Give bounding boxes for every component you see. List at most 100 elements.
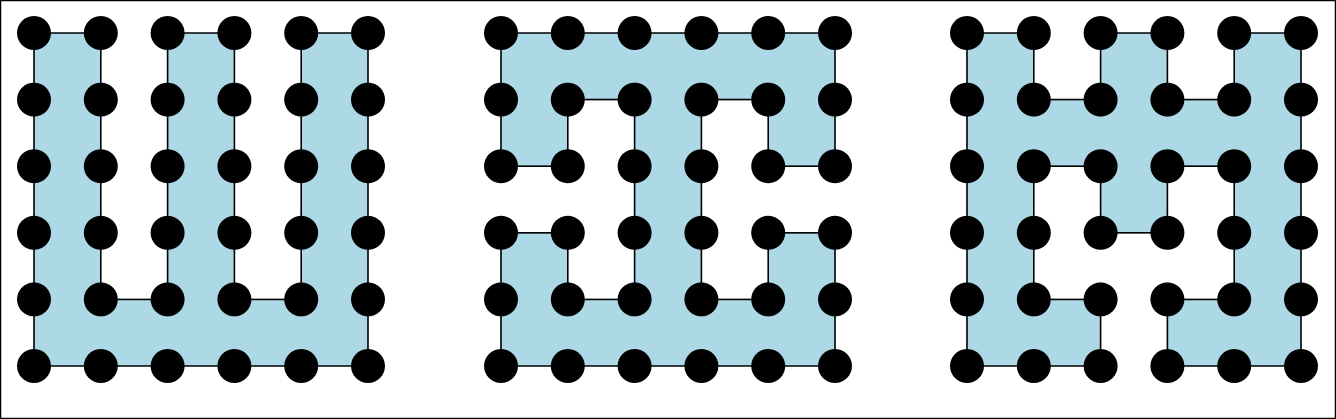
grid-node: [1016, 215, 1051, 250]
grid-node: [1083, 215, 1118, 250]
grid-node: [1217, 282, 1252, 317]
panels-layer: [17, 16, 1318, 383]
grid-node: [1217, 149, 1252, 184]
grid-node: [818, 16, 852, 50]
grid-node: [550, 282, 585, 317]
grid-node: [217, 149, 252, 184]
panel-2: [484, 16, 852, 383]
grid-node: [484, 215, 518, 250]
grid-node: [751, 215, 786, 250]
grid-node: [950, 16, 984, 50]
grid-node: [1083, 82, 1118, 117]
grid-node: [684, 215, 719, 250]
grid-node: [1016, 149, 1051, 184]
grid-node: [83, 149, 118, 184]
grid-node: [351, 149, 385, 184]
grid-node: [818, 215, 852, 250]
grid-node: [83, 16, 118, 50]
grid-node: [1083, 349, 1118, 383]
grid-node: [284, 282, 319, 317]
grid-node: [1016, 16, 1051, 50]
grid-node: [1016, 282, 1051, 317]
grid-node: [617, 16, 652, 50]
grid-node: [617, 82, 652, 117]
grid-node: [351, 16, 385, 50]
grid-node: [684, 16, 719, 50]
grid-node: [1217, 16, 1252, 50]
grid-node: [1016, 82, 1051, 117]
grid-node: [1150, 82, 1185, 117]
grid-node: [950, 349, 984, 383]
grid-node: [17, 349, 51, 383]
grid-node: [484, 82, 518, 117]
grid-node: [284, 149, 319, 184]
grid-node: [1284, 16, 1318, 50]
grid-node: [1284, 149, 1318, 184]
grid-node: [351, 349, 385, 383]
grid-node: [550, 82, 585, 117]
grid-node: [150, 282, 185, 317]
grid-node: [550, 349, 585, 383]
grid-node: [751, 349, 786, 383]
grid-node: [684, 282, 719, 317]
grid-node: [617, 215, 652, 250]
grid-node: [83, 282, 118, 317]
grid-node: [1284, 282, 1318, 317]
grid-node: [484, 349, 518, 383]
grid-node: [950, 215, 984, 250]
grid-node: [217, 349, 252, 383]
grid-node: [1083, 16, 1118, 50]
grid-node: [351, 282, 385, 317]
grid-node: [484, 149, 518, 184]
grid-node: [217, 215, 252, 250]
grid-node: [1083, 149, 1118, 184]
grid-node: [351, 82, 385, 117]
grid-node: [217, 282, 252, 317]
grid-node: [1083, 282, 1118, 317]
grid-node: [284, 82, 319, 117]
grid-node: [150, 16, 185, 50]
grid-node: [1150, 282, 1185, 317]
cycle-region: [33, 32, 369, 367]
grid-node: [1217, 349, 1252, 383]
grid-node: [1150, 349, 1185, 383]
panel-3: [950, 16, 1318, 383]
grid-node: [684, 149, 719, 184]
grid-node: [818, 282, 852, 317]
grid-node: [17, 82, 51, 117]
grid-node: [751, 149, 786, 184]
grid-node: [17, 215, 51, 250]
grid-node: [617, 149, 652, 184]
grid-node: [1284, 215, 1318, 250]
grid-node: [284, 16, 319, 50]
grid-node: [150, 215, 185, 250]
grid-node: [217, 82, 252, 117]
grid-node: [484, 16, 518, 50]
grid-node: [150, 149, 185, 184]
grid-node: [751, 82, 786, 117]
grid-node: [1217, 215, 1252, 250]
grid-node: [1284, 349, 1318, 383]
grid-node: [284, 215, 319, 250]
grid-node: [751, 282, 786, 317]
grid-node: [684, 349, 719, 383]
grid-node: [950, 149, 984, 184]
grid-node: [818, 349, 852, 383]
grid-node: [17, 282, 51, 317]
grid-node: [83, 215, 118, 250]
grid-node: [950, 82, 984, 117]
grid-node: [550, 149, 585, 184]
grid-node: [751, 16, 786, 50]
grid-node: [684, 82, 719, 117]
grid-node: [83, 82, 118, 117]
grid-node: [1150, 16, 1185, 50]
grid-node: [1150, 149, 1185, 184]
grid-node: [617, 349, 652, 383]
grid-node: [1016, 349, 1051, 383]
grid-node: [550, 16, 585, 50]
grid-node: [217, 16, 252, 50]
grid-node: [150, 349, 185, 383]
grid-node: [550, 215, 585, 250]
panel-1: [17, 16, 385, 383]
